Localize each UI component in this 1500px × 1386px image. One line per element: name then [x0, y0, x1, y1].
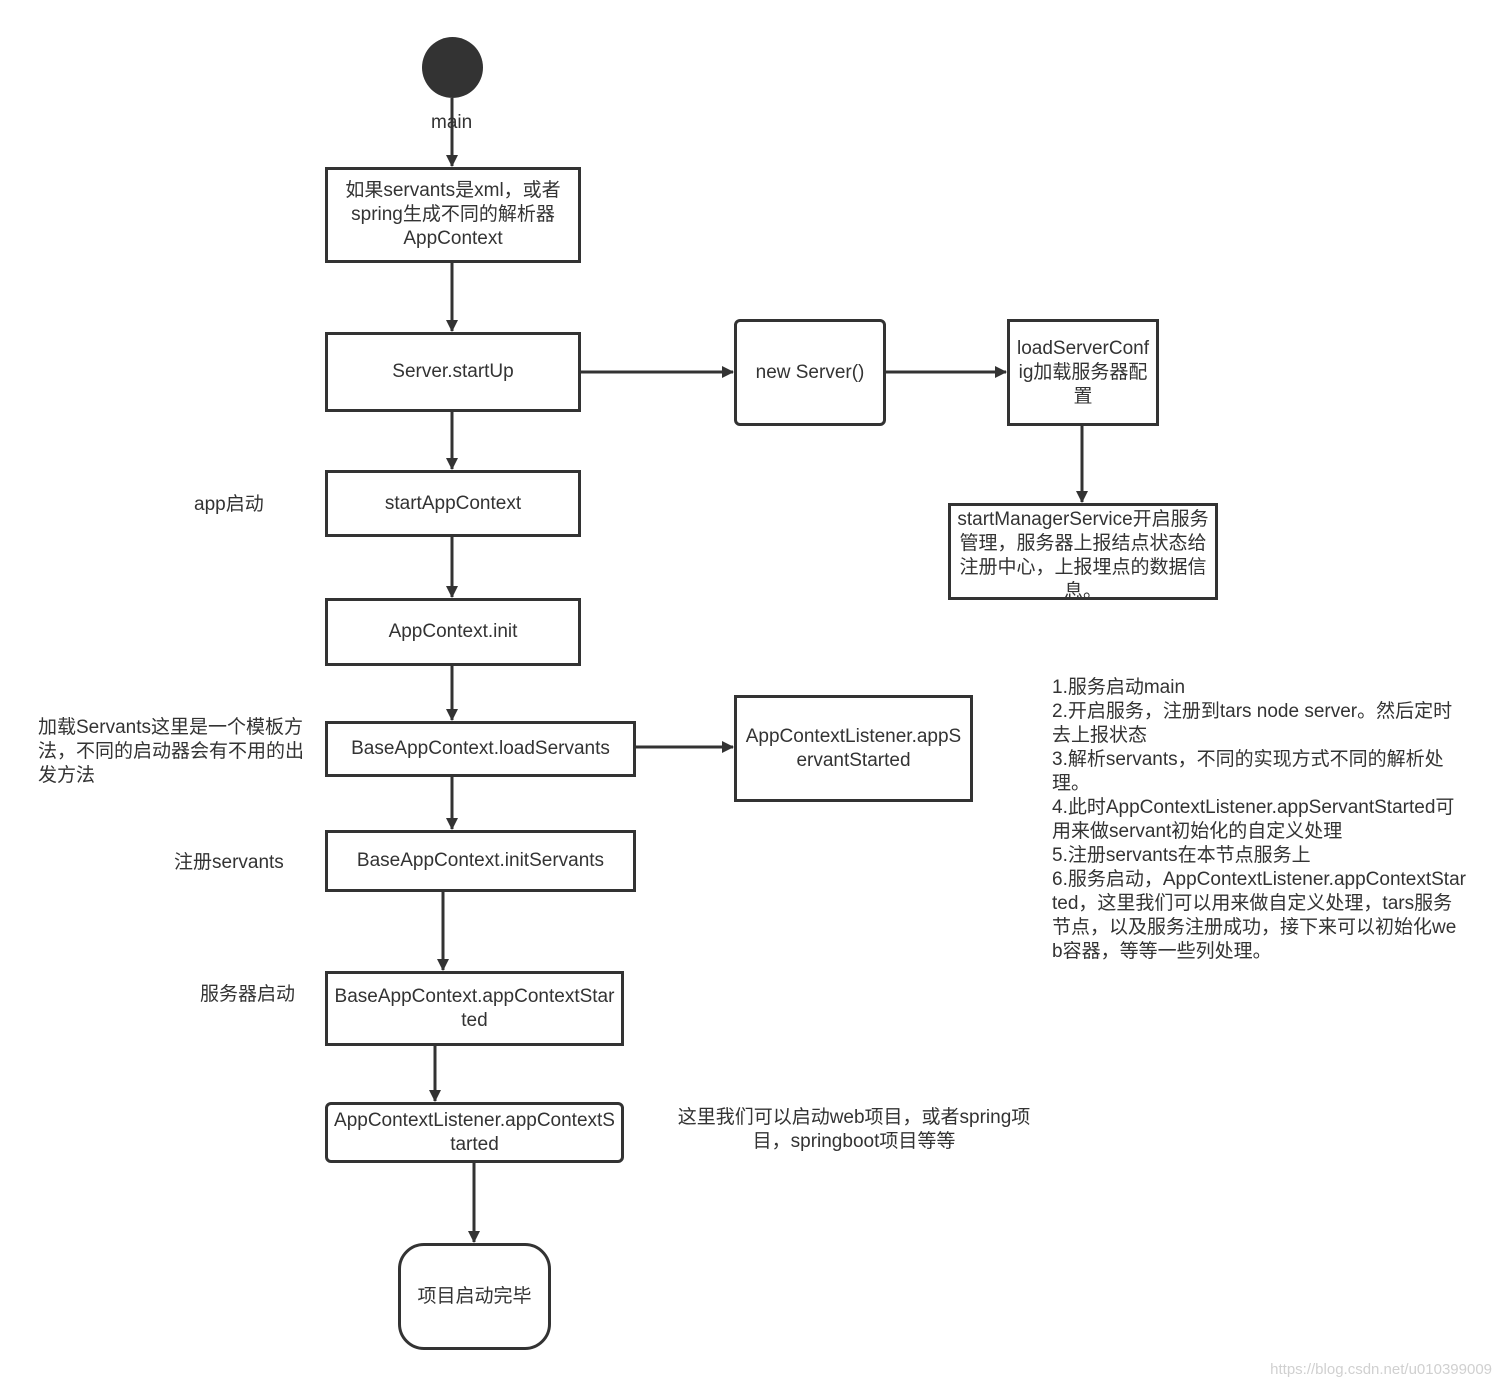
- node-app-context-init-text: AppContext.init: [388, 621, 518, 642]
- node-load-servants-text: BaseAppContext.loadServants: [351, 738, 610, 759]
- node-new-server: new Server(): [734, 319, 886, 426]
- summary-line-5: 5.注册servants在本节点服务上: [1052, 845, 1311, 866]
- node-load-server-config: loadServerConfig加载服务器配置: [1007, 319, 1159, 426]
- node-parse-context-text: 如果servants是xml，或者spring生成不同的解析器AppContex…: [345, 180, 561, 249]
- node-server-startup: Server.startUp: [325, 332, 581, 412]
- node-init-servants: BaseAppContext.initServants: [325, 830, 636, 892]
- summary-line-4: 4.此时AppContextListener.appServantStarted…: [1052, 797, 1455, 842]
- watermark: https://blog.csdn.net/u010399009: [1270, 1361, 1492, 1378]
- summary-line-6: 6.服务启动，AppContextListener.appContextStar…: [1052, 869, 1466, 962]
- node-end-text: 项目启动完毕: [417, 1285, 532, 1307]
- node-app-context-init: AppContext.init: [325, 598, 581, 666]
- node-load-server-config-text: loadServerConfig加载服务器配置: [1016, 337, 1150, 407]
- node-new-server-text: new Server(): [755, 361, 865, 383]
- summary-line-3: 3.解析servants，不同的实现方式不同的解析处理。: [1052, 749, 1444, 794]
- node-app-context-started-text: BaseAppContext.appContextStarted: [334, 985, 615, 1031]
- node-server-startup-text: Server.startUp: [392, 361, 514, 382]
- node-app-servant-started-text: AppContextListener.appServantStarted: [745, 725, 962, 771]
- node-parse-context: 如果servants是xml，或者spring生成不同的解析器AppContex…: [325, 167, 581, 263]
- side-label-load-servants-note: 加载Servants这里是一个模板方法，不同的启动器会有不用的出发方法: [38, 717, 305, 786]
- summary-note: 1.服务启动main 2.开启服务，注册到tars node server。然后…: [1052, 676, 1466, 964]
- start-node: [422, 37, 483, 98]
- node-app-servant-started: AppContextListener.appServantStarted: [734, 695, 973, 802]
- summary-line-1: 1.服务启动main: [1052, 677, 1186, 698]
- node-end: 项目启动完毕: [398, 1243, 551, 1350]
- node-start-app-context: startAppContext: [325, 470, 581, 537]
- node-listener-app-context-started: AppContextListener.appContextStarted: [325, 1102, 624, 1163]
- node-init-servants-text: BaseAppContext.initServants: [356, 850, 605, 871]
- start-label: main: [431, 112, 473, 133]
- node-start-app-context-text: startAppContext: [384, 492, 522, 514]
- web-project-note: 这里我们可以启动web项目，或者spring项目，springboot项目等等: [677, 1107, 1031, 1152]
- node-load-servants: BaseAppContext.loadServants: [325, 721, 636, 777]
- node-listener-app-context-started-text: AppContextListener.appContextStarted: [334, 1109, 615, 1155]
- side-label-app-start: app启动: [194, 494, 264, 515]
- node-app-context-started: BaseAppContext.appContextStarted: [325, 971, 624, 1046]
- node-start-manager-service-text: startManagerService开启服务管理，服务器上报结点状态给注册中心…: [957, 509, 1209, 600]
- node-start-manager-service: startManagerService开启服务管理，服务器上报结点状态给注册中心…: [948, 503, 1218, 600]
- side-label-register-servants: 注册servants: [174, 852, 284, 873]
- side-label-server-start: 服务器启动: [200, 984, 296, 1005]
- summary-line-2: 2.开启服务，注册到tars node server。然后定时去上报状态: [1052, 701, 1453, 746]
